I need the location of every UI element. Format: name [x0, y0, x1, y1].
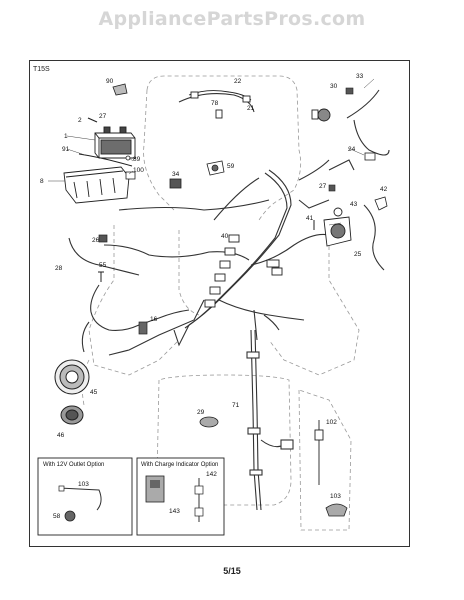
label-34: 34 — [172, 171, 180, 178]
label-29: 29 — [197, 409, 205, 416]
label-24: 24 — [348, 146, 356, 153]
battery-strap-91 — [78, 153, 133, 167]
label-33: 33 — [356, 73, 364, 80]
part-24 — [364, 152, 376, 161]
label-27: 27 — [99, 113, 107, 120]
label-40: 40 — [221, 233, 229, 240]
label-22: 22 — [234, 78, 242, 85]
label-100: 100 — [133, 167, 144, 174]
part-26 — [98, 234, 108, 243]
label-16: 16 — [150, 316, 158, 323]
label-143: 143 — [169, 508, 180, 515]
part-33 — [345, 87, 354, 95]
part-102 — [314, 420, 324, 485]
battery-tray-8 — [63, 166, 130, 204]
label-58: 58 — [53, 513, 61, 520]
gauge-45 — [54, 359, 90, 395]
terminal-cover-90 — [112, 83, 128, 96]
leader-lines — [48, 78, 375, 226]
part-16 — [138, 321, 148, 335]
label-45: 45 — [90, 389, 98, 396]
label-78: 78 — [211, 100, 219, 107]
label-103b: 103 — [330, 493, 341, 500]
wiring-diagram: With 12V Outlet Option With Charge Indic… — [37, 73, 390, 536]
label-21: 21 — [247, 105, 255, 112]
label-1: 1 — [64, 133, 68, 140]
label-59: 59 — [227, 163, 235, 170]
label-142: 142 — [206, 471, 217, 478]
site-title: AppliancePartsPros.com — [98, 8, 366, 30]
option-outlet-title: With 12V Outlet Option — [43, 462, 104, 468]
harness-71 — [246, 329, 294, 511]
bolt-2 — [87, 117, 98, 123]
label-27b: 27 — [319, 183, 327, 190]
label-43: 43 — [350, 201, 358, 208]
label-46: 46 — [57, 432, 65, 439]
label-2: 2 — [78, 117, 82, 124]
part-27b — [328, 184, 336, 192]
label-42: 42 — [380, 186, 388, 193]
part-100 — [125, 171, 136, 180]
part-42 — [374, 196, 388, 211]
part-59 — [206, 160, 225, 176]
solenoid-43 — [323, 207, 352, 247]
label-89: 89 — [133, 156, 141, 163]
label-103: 103 — [78, 481, 89, 488]
option-12v-outlet: With 12V Outlet Option — [37, 457, 133, 536]
label-30: 30 — [330, 83, 338, 90]
option-charge-title: With Charge Indicator Option — [141, 462, 218, 468]
callout-labels: 90 27 2 1 91 89 100 8 22 78 21 30 33 24 … — [40, 73, 388, 520]
label-25: 25 — [354, 251, 362, 258]
part-103b — [325, 503, 348, 517]
option-charge-indicator: With Charge Indicator Option — [136, 457, 225, 536]
label-26: 26 — [92, 237, 100, 244]
label-90: 90 — [106, 78, 114, 85]
page-number: 5/15 — [223, 566, 241, 576]
part-89 — [125, 155, 131, 161]
diagram-code: T15S — [33, 66, 50, 73]
part-29 — [199, 416, 219, 428]
part-34 — [169, 178, 182, 189]
label-8: 8 — [40, 178, 44, 185]
battery-1 — [94, 126, 136, 159]
headlight-46 — [60, 405, 84, 425]
main-harness-40 — [204, 234, 283, 308]
label-91: 91 — [62, 146, 70, 153]
label-41: 41 — [306, 215, 314, 222]
label-55: 55 — [99, 262, 107, 269]
label-71: 71 — [232, 402, 240, 409]
label-102: 102 — [326, 419, 337, 426]
ignition-switch-30 — [311, 108, 331, 122]
seat-switch-22 — [188, 90, 252, 119]
label-28: 28 — [55, 265, 63, 272]
part-55 — [98, 271, 104, 282]
diagram-frame — [29, 60, 410, 547]
